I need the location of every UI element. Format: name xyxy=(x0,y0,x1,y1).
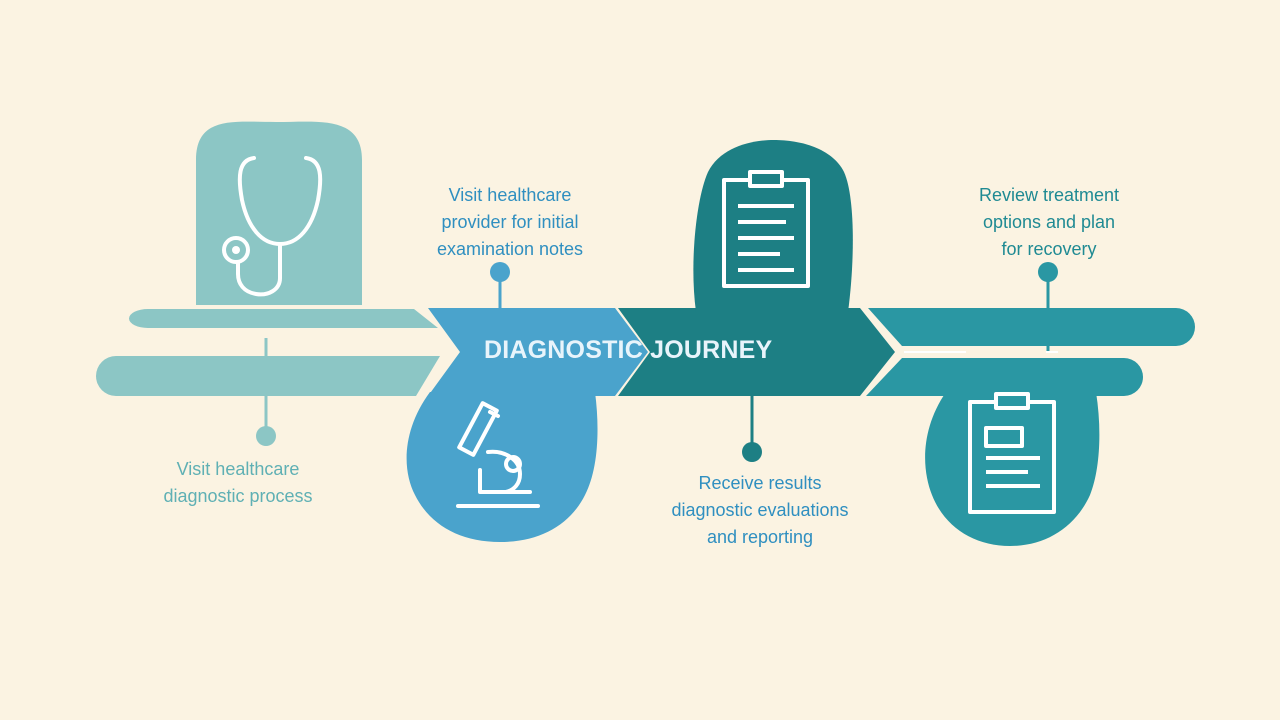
report-icon xyxy=(968,392,1056,514)
segment-1 xyxy=(96,121,440,446)
step-4-caption-line-2: options and plan xyxy=(982,212,1116,232)
dot-step-4 xyxy=(1038,262,1058,282)
badge-2 xyxy=(406,392,598,542)
dot-step-2 xyxy=(490,262,510,282)
clipboard-icon xyxy=(722,170,810,288)
step-2-caption-line-2: provider for initial xyxy=(441,212,579,232)
step-1-caption: Visit healthcare diagnostic process xyxy=(118,456,358,510)
step-3-caption-line-1: Receive results xyxy=(698,473,822,493)
badge-1 xyxy=(196,121,362,305)
step-2-caption: Visit healthcare provider for initial ex… xyxy=(400,182,620,263)
step-1-caption-line-1: Visit healthcare xyxy=(176,459,300,479)
badge-3 xyxy=(693,140,853,312)
microscope-icon xyxy=(456,401,540,508)
step-2-caption-line-1: Visit healthcare xyxy=(448,185,572,205)
band-2 xyxy=(428,308,648,396)
step-4-caption-line-1: Review treatment xyxy=(978,185,1120,205)
step-4-caption-line-3: for recovery xyxy=(1001,239,1097,259)
segment-2 xyxy=(406,262,648,542)
badge-4 xyxy=(925,392,1100,546)
band-1-top xyxy=(129,309,438,328)
step-2-caption-line-3: examination notes xyxy=(436,239,584,259)
band-3 xyxy=(618,308,895,396)
band-4-top xyxy=(868,308,1195,346)
step-1-caption-line-2: diagnostic process xyxy=(163,486,313,506)
step-3-caption: Receive results diagnostic evaluations a… xyxy=(630,470,890,551)
band-1-bottom xyxy=(96,356,440,396)
stethoscope-icon xyxy=(222,156,323,297)
step-3-caption-line-2: diagnostic evaluations xyxy=(671,500,849,520)
page-title: DIAGNOSTIC JOURNEY xyxy=(484,336,773,364)
dot-step-1 xyxy=(256,426,276,446)
step-4-caption: Review treatment options and plan for re… xyxy=(934,182,1164,263)
band-4-bottom xyxy=(866,358,1143,396)
step-3-caption-line-3: and reporting xyxy=(706,527,814,547)
dot-step-3 xyxy=(742,442,762,462)
segment-3 xyxy=(618,140,895,462)
